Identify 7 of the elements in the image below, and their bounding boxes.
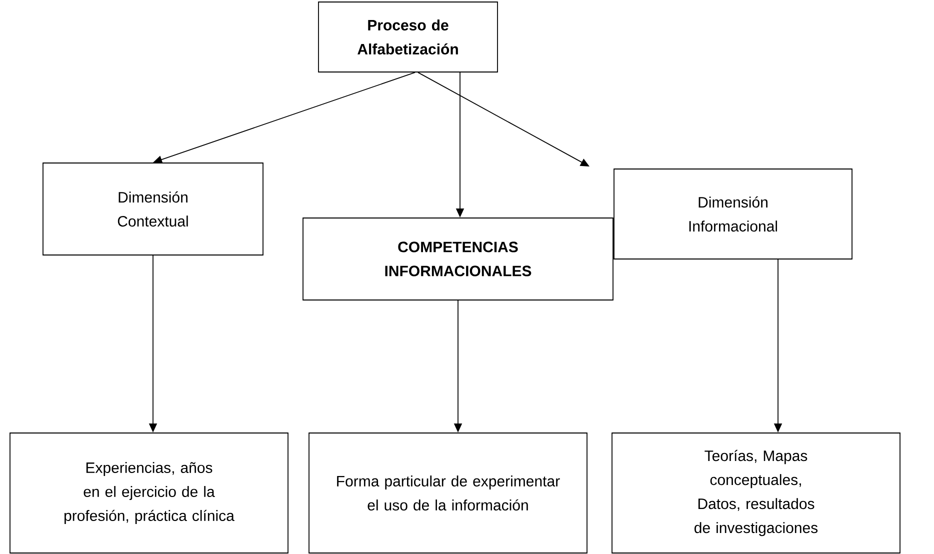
- dimension-box: Dimensión Contextual: [42, 162, 264, 256]
- description-box: Experiencias, años en el ejercicio de la profesión, práctica clínica: [10, 432, 288, 554]
- description-box: Forma particular de experimentar el uso de la información: [308, 432, 588, 554]
- description-box: Teorías, Mapas conceptuales, Datos, resultados de investigaciones: [612, 432, 900, 554]
- dimension-box: Dimensión Informacional: [614, 168, 852, 260]
- competence-box: COMPETENCIAS INFORMACIONALES: [302, 218, 614, 300]
- process-box: Proceso de Alfabetización: [318, 2, 498, 72]
